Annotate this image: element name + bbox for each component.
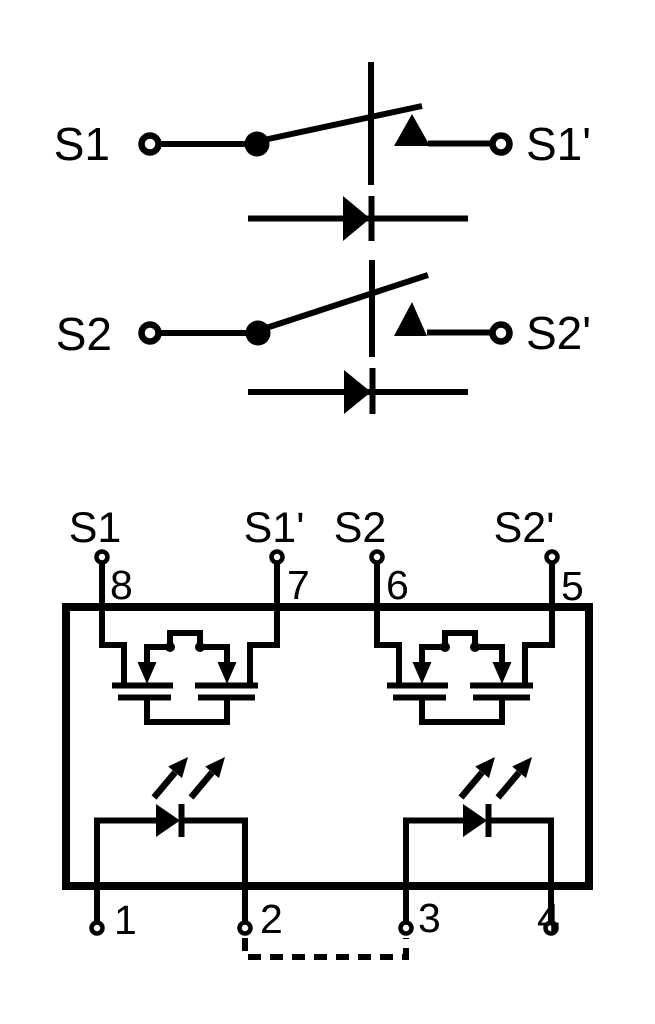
switch-arrowhead-icon: [394, 302, 427, 336]
switch-contact-dot: [244, 131, 270, 157]
pin-signal-label: S1: [69, 504, 122, 552]
pin-signal-label: S2: [334, 504, 387, 552]
pin-number-label: 8: [110, 562, 133, 608]
pin-number-label: 1: [114, 897, 137, 943]
pin-terminal-circle: [94, 549, 110, 565]
channel-2-diode: [248, 368, 468, 414]
pin-terminal-circle: [269, 549, 285, 565]
pin-number-label: 5: [561, 563, 584, 609]
light-emission-arrow-icon: [154, 757, 188, 798]
led-channel-1: [94, 757, 248, 921]
terminal-label-s2: S2: [56, 308, 112, 360]
led-channel-2: [403, 757, 554, 921]
pin-signal-label: S1': [244, 504, 305, 552]
bottom-pin-2: 2: [237, 896, 283, 942]
pin-terminal-circle: [89, 920, 105, 936]
channel-1-diode: [248, 196, 468, 241]
pin-terminal-circle: [543, 920, 559, 936]
equivalent-circuit-section: S1 S1' S2 S2': [54, 62, 591, 414]
terminal-label-s2p: S2': [526, 307, 591, 359]
channel-1-switch: S1 S1': [54, 62, 591, 185]
terminal-label-s1: S1: [54, 118, 110, 170]
pin-number-label: 4: [537, 895, 560, 941]
switch-arrowhead-icon: [394, 114, 430, 146]
package-outline: [62, 603, 593, 890]
pin-number-label: 6: [386, 562, 409, 608]
top-pin-5: S2' 5: [494, 504, 584, 609]
pin-terminal-circle: [237, 920, 253, 936]
top-pin-8: S1 8: [69, 504, 133, 608]
pin-signal-label: S2': [494, 504, 555, 552]
light-emission-arrow-icon: [191, 757, 225, 798]
led-triangle-icon: [156, 804, 180, 837]
switch-arm: [259, 272, 429, 333]
pin-number-label: 3: [418, 895, 441, 941]
bottom-pin-1: 1: [89, 897, 137, 943]
terminal-label-s1p: S1': [526, 118, 591, 170]
switch-contact-dot: [245, 320, 271, 346]
pin-terminal-circle: [398, 920, 414, 936]
pin-number-label: 2: [260, 896, 283, 942]
bottom-pin-3: 3: [398, 895, 441, 941]
package-section: S1 8 S1' 7 S2 6 S2' 5: [62, 504, 593, 960]
terminal-circle: [489, 321, 513, 345]
pins-2-3-dashed-link: [242, 938, 409, 960]
diode-triangle-icon: [344, 370, 371, 414]
pin-terminal-circle: [544, 549, 560, 565]
diode-triangle-icon: [343, 196, 370, 241]
switch-arm: [258, 103, 423, 144]
terminal-circle: [138, 321, 162, 345]
light-emission-arrow-icon: [498, 757, 532, 798]
led-triangle-icon: [463, 804, 487, 837]
pin-number-label: 7: [287, 562, 310, 608]
terminal-circle: [489, 132, 513, 156]
channel-2-switch: S2 S2': [56, 260, 591, 360]
top-pin-6: S2 6: [334, 504, 409, 608]
terminal-circle: [138, 132, 162, 156]
light-emission-arrow-icon: [461, 757, 495, 798]
top-pin-7: S1' 7: [244, 504, 310, 608]
bottom-pin-4: 4: [537, 895, 560, 941]
pin-terminal-circle: [369, 549, 385, 565]
